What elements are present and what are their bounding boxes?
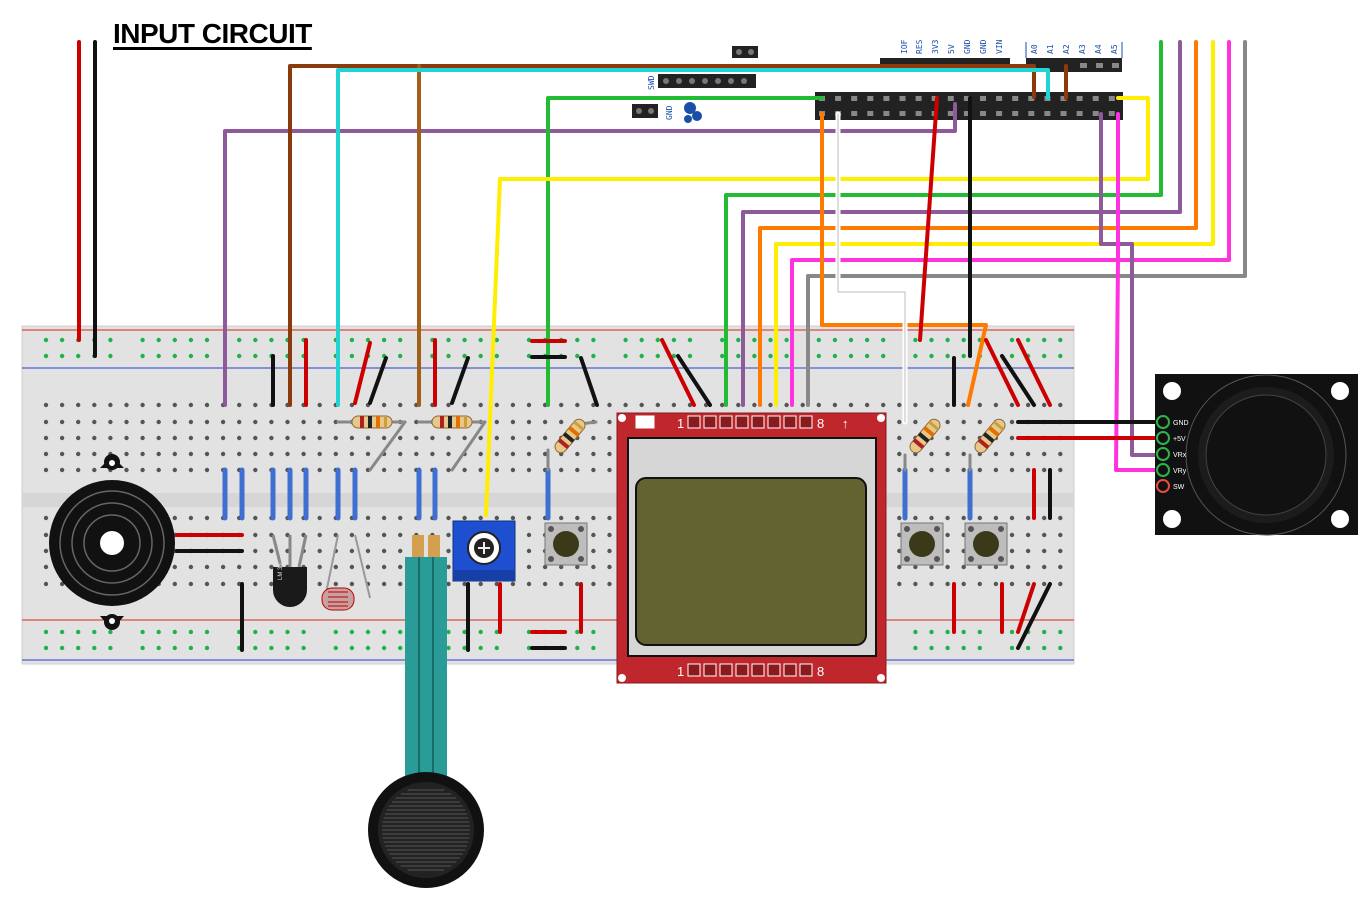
a2-label: A2 [1062,44,1071,54]
joystick-pin [1156,431,1170,445]
lcd-pin-start-top: 1 [677,416,684,431]
swd-label: SWD [647,75,656,90]
piezo-buzzer [49,454,175,630]
reset-label: RES [915,39,924,54]
small-header [732,46,758,58]
v5-label: 5V [947,44,956,54]
push-button-3 [964,522,1008,566]
joystick-pin [1156,479,1170,493]
a4-label: A4 [1094,44,1103,54]
photoresistor [321,534,371,611]
push-buttons [544,522,1008,566]
resistors [336,415,1006,472]
lcd-pin-end-bottom: 8 [817,664,824,679]
analog-header [1026,58,1122,72]
lm35-label: LM 35 [278,563,284,580]
joystick-pin [1156,463,1170,477]
force-sensor [368,535,484,888]
joystick-pin-label: VRx [1173,452,1187,459]
joystick-pin-label: SW [1173,484,1185,491]
a0-label: A0 [1030,44,1039,54]
page-title: INPUT CIRCUIT [113,18,312,49]
board-logo [684,102,702,123]
lcd-pin-start-bottom: 1 [677,664,684,679]
joystick-pin [1156,415,1170,429]
gnd2-label: GND [979,39,988,54]
lcd-pin-end-top: 8 [817,416,824,431]
push-button-2 [900,522,944,566]
lcd-arrow-icon: ↑ [842,416,849,431]
gnd-small-label: GND [665,105,674,120]
joystick-pin [1156,447,1170,461]
lm35-sensor: LM 35 [271,534,308,607]
push-button-1 [544,522,588,566]
ioref-label: IOF [900,39,909,54]
lcd-module: 1 8 ↑ 1 8 [616,412,887,684]
joystick-pin-label: GND [1173,420,1189,427]
a1-label: A1 [1046,44,1055,54]
wires [77,40,1247,652]
a3-label: A3 [1078,44,1087,54]
gnd1-label: GND [963,39,972,54]
a5-label: A5 [1110,44,1119,54]
joystick-pin-label: +5V [1173,436,1186,443]
vin-label: VIN [995,39,1004,54]
v33-label: 3V3 [931,39,940,54]
joystick-pin-label: VRy [1173,468,1187,475]
potentiometer [452,520,516,582]
